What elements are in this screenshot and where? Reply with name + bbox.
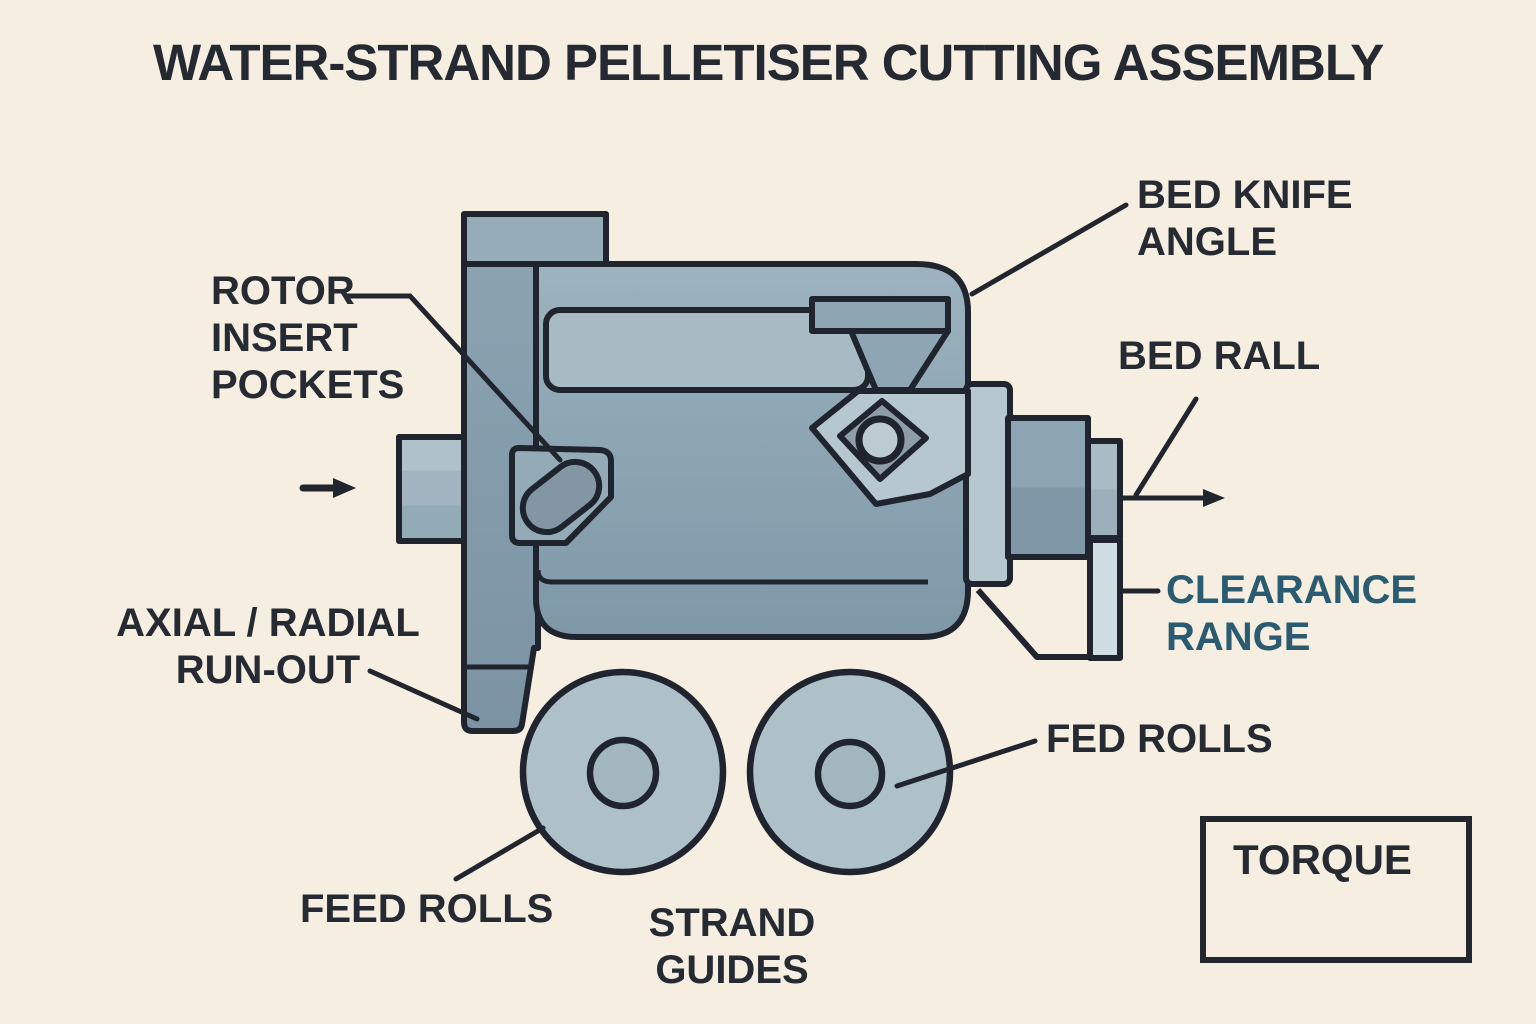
top-mount-block [461, 211, 609, 267]
leader-bed-rail [1133, 396, 1199, 498]
leader-feed-rolls [453, 825, 546, 882]
leader-fed-rolls [894, 738, 1038, 789]
clearance-strip [1087, 537, 1123, 661]
bed-rail-block [963, 381, 1013, 587]
label-fed-rolls: FED ROLLS [1046, 717, 1273, 761]
label-strand-guides: STRAND GUIDES [648, 901, 816, 993]
knife-clamp-step [809, 296, 951, 334]
inlet-flow-arrow-head [333, 478, 356, 498]
leader-rotor-insert-pockets [345, 293, 563, 463]
feed-roll-right-hub [814, 738, 886, 810]
label-rotor-insert-pockets: ROTOR INSERT POCKETS [211, 269, 405, 408]
front-flange-plate [461, 261, 541, 734]
housing-bottom-band-line [535, 569, 928, 585]
leader-axial-radial-runout [367, 668, 480, 722]
label-bed-knife-angle: BED KNIFE ANGLE [1137, 173, 1353, 265]
outlet-shaft-small [1085, 438, 1123, 541]
inlet-shaft [396, 434, 468, 544]
leader-bed-knife-angle [969, 202, 1129, 297]
label-clearance-range: CLEARANCE RANGE [1166, 568, 1418, 660]
rotor-insert-slot [519, 458, 603, 536]
feed-roll-left-hub [586, 736, 660, 810]
outlet-shaft-large [1005, 415, 1091, 560]
label-feed-rolls: FEED ROLLS [300, 887, 554, 931]
outlet-flow-arrow-head [1203, 489, 1225, 507]
knife-clamp-screw [855, 415, 905, 465]
clearance-bracket-line [975, 588, 1091, 660]
label-torque: TORQUE [1233, 836, 1412, 883]
diagram-title: WATER-STRAND PELLETISER CUTTING ASSEMBLY [153, 34, 1384, 91]
label-bed-rail: BED RALL [1118, 334, 1321, 378]
label-axial-radial-runout: AXIAL / RADIAL RUN-OUT [116, 601, 420, 693]
torque-box: TORQUE [1200, 816, 1472, 963]
